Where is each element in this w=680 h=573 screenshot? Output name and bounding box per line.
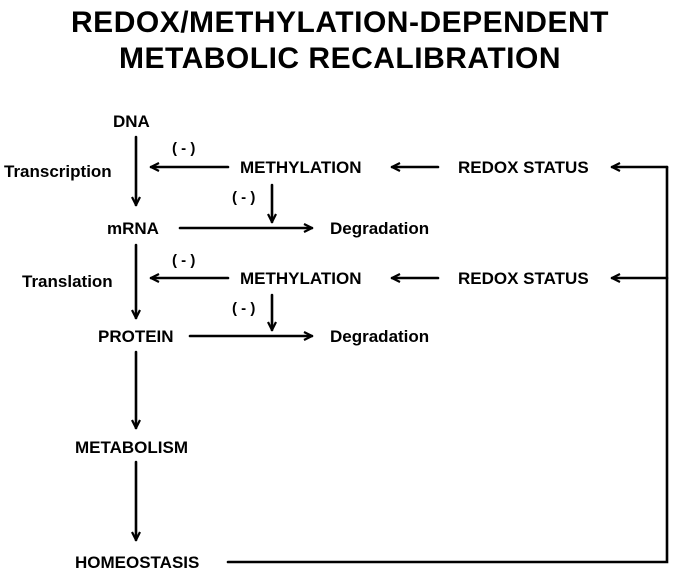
- node-transcription: Transcription: [4, 162, 112, 181]
- node-methylation-2: METHYLATION: [240, 269, 362, 288]
- node-degradation-1: Degradation: [330, 219, 430, 238]
- node-redox-status-2: REDOX STATUS: [458, 269, 589, 288]
- node-metabolism: METABOLISM: [75, 438, 189, 457]
- inhibition-label-protein-degradation: ( - ): [232, 300, 256, 317]
- node-redox-status-1: REDOX STATUS: [458, 158, 589, 177]
- node-mrna: mRNA: [107, 219, 159, 238]
- inhibition-label-transcription: ( - ): [172, 140, 196, 157]
- node-protein: PROTEIN: [98, 327, 174, 346]
- node-translation: Translation: [22, 272, 113, 291]
- title-line-1: REDOX/METHYLATION-DEPENDENT: [71, 6, 609, 39]
- node-degradation-2: Degradation: [330, 327, 430, 346]
- node-homeostasis: HOMEOSTASIS: [75, 553, 200, 572]
- inhibition-label-mrna-degradation: ( - ): [232, 189, 256, 206]
- inhibition-label-translation: ( - ): [172, 252, 196, 269]
- feedback-loop-line: [226, 165, 669, 564]
- title-line-2: METABOLIC RECALIBRATION: [118, 42, 562, 75]
- node-dna: DNA: [113, 112, 150, 131]
- node-methylation-1: METHYLATION: [240, 158, 362, 177]
